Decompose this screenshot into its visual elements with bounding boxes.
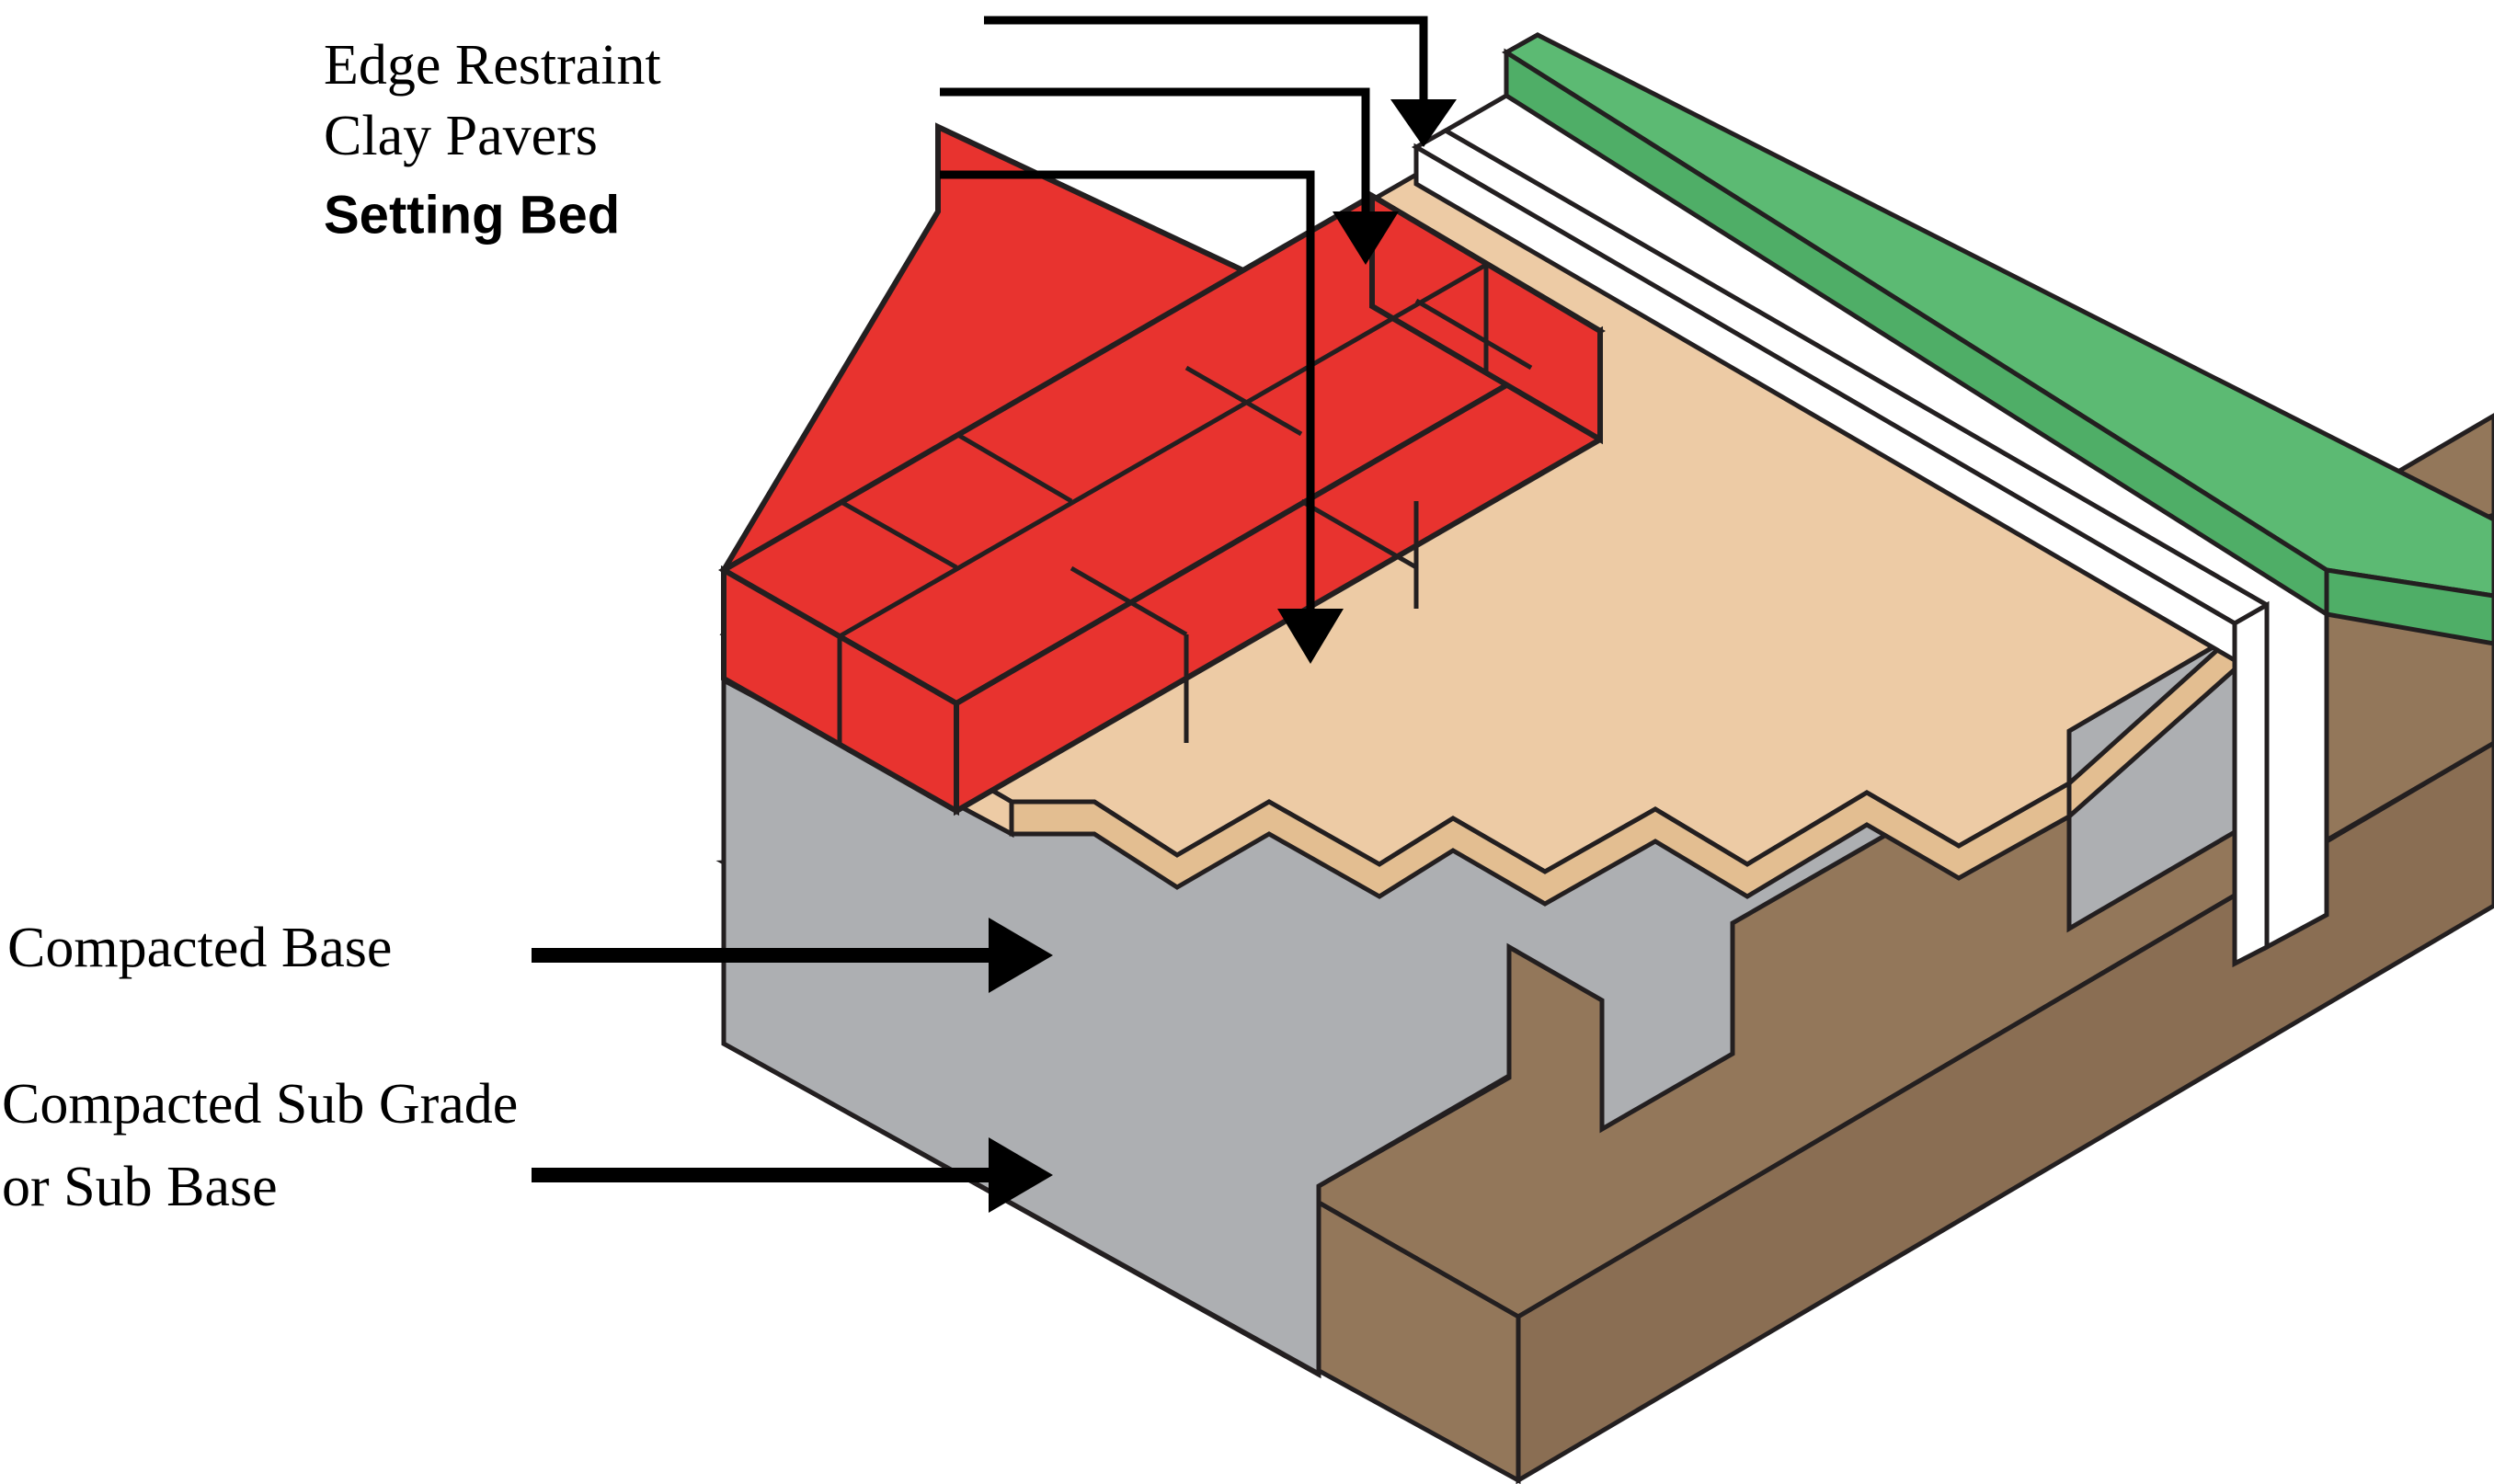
- paver-joint-back-course: [1370, 303, 1602, 442]
- label-compacted-sub-grade: Compacted Sub Grade: [2, 1073, 518, 1136]
- base-step-line-2: [1508, 945, 1603, 1002]
- edge-restraint-right-column: [2232, 600, 2270, 968]
- arrowhead-clay-pavers: [1333, 211, 1399, 265]
- callout-labels: Edge Restraint Clay Pavers Setting Bed C…: [2, 34, 661, 1218]
- base-step-line-1: [1317, 1074, 1511, 1188]
- paver-joint-top-cross-3: [1414, 298, 1533, 371]
- paver-joint-top-cross-5: [1070, 565, 1188, 637]
- label-edge-restraint: Edge Restraint: [324, 34, 661, 97]
- label-compacted-base: Compacted Base: [7, 917, 392, 979]
- arrowhead-compacted-base: [989, 918, 1053, 993]
- layer-turf: [1502, 32, 2494, 646]
- leader-clay-pavers: [940, 87, 1370, 221]
- callout-leaders: [532, 16, 1457, 1213]
- paver-joint-top-cross-6: [1299, 498, 1418, 570]
- leader-edge-restraint: [984, 16, 1428, 108]
- layer-clay-pavers: [717, 122, 1606, 816]
- arrowhead-setting-bed: [1277, 609, 1344, 664]
- base-step-line-3: [1600, 1052, 1734, 1131]
- leader-setting-bed: [940, 170, 1315, 618]
- paver-joint-top-cross-1: [955, 431, 1073, 504]
- paver-joint-top-cross-4: [838, 498, 958, 570]
- turf-curb-edge: [1504, 48, 2329, 619]
- paver-joint-top-cross-2: [1184, 365, 1303, 437]
- label-clay-pavers: Clay Pavers: [324, 105, 598, 167]
- label-setting-bed: Setting Bed: [324, 186, 620, 245]
- paver-joint-top-long: [838, 262, 1488, 639]
- layer-edge-restraint: [1411, 93, 2329, 968]
- label-or-sub-base: or Sub Base: [2, 1156, 278, 1218]
- arrowhead-sub-grade: [989, 1137, 1053, 1213]
- arrowhead-edge-restraint: [1390, 99, 1457, 147]
